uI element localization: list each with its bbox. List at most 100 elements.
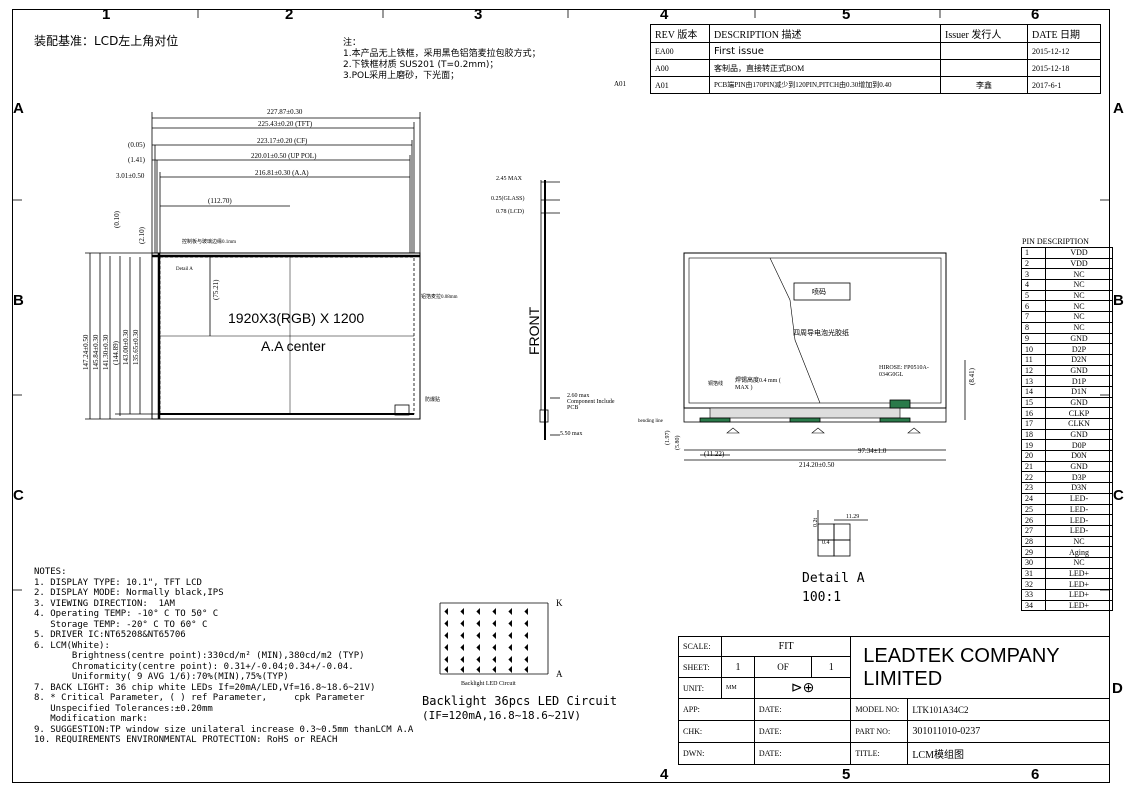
pin-number: 19 <box>1021 439 1046 452</box>
dim-v-75-21: (75.21) <box>212 279 220 300</box>
pin-number: 12 <box>1021 364 1046 377</box>
dwn-date-label: DATE: <box>753 742 852 765</box>
pin-signal: NC <box>1045 556 1113 569</box>
pin-signal: LED+ <box>1045 599 1113 612</box>
scale-label: SCALE: <box>678 636 722 657</box>
back-sticker-label: 喷码 <box>812 288 826 296</box>
pin-signal: LED+ <box>1045 578 1113 590</box>
unit-value: MM <box>721 677 755 699</box>
aa-center-label: A.A center <box>261 338 326 354</box>
pin-number: 8 <box>1021 321 1046 334</box>
back-tape-label: 四周导电泡光胶纸 <box>793 329 849 337</box>
backlight-sub: (IF=120mA,16.8~18.6~21V) <box>422 709 581 722</box>
detail-dim-11-29: 11.29 <box>846 514 860 520</box>
dim-v-147: 147.24±0.50 <box>82 334 90 370</box>
pin-signal: D0P <box>1045 439 1113 452</box>
detail-title: Detail A <box>802 571 865 586</box>
zone-2-top: 2 <box>285 6 294 23</box>
pin-signal: NC <box>1045 321 1113 334</box>
date-cell: 2017-6-1 <box>1027 76 1101 94</box>
pin-signal: VDD <box>1045 257 1113 270</box>
zone-3-top: 3 <box>474 6 483 23</box>
note-line: 1. DISPLAY TYPE: 10.1", TFT LCD <box>34 577 202 588</box>
pin-signal: D2P <box>1045 343 1113 355</box>
sheet-label: SHEET: <box>678 656 722 678</box>
note-line: 3. VIEWING DIRECTION: 1AM <box>34 598 175 609</box>
pin-signal: D2N <box>1045 353 1113 366</box>
pin-signal: LED+ <box>1045 589 1113 601</box>
svg-text:⏴: ⏴ <box>444 655 449 666</box>
dim-v-144: (144.89) <box>112 341 120 365</box>
pin-number: 32 <box>1021 578 1046 590</box>
title-label: TITLE: <box>850 742 909 765</box>
zone-b-right: B <box>1113 292 1124 309</box>
side-dim-glass: 0.25(GLASS) <box>491 196 525 202</box>
note-line: Storage TEMP: -20° C TO 60° C <box>34 619 208 630</box>
resolution-label: 1920X3(RGB) X 1200 <box>228 310 365 326</box>
pin-number: 2 <box>1021 257 1046 270</box>
title-value: LCM模组图 <box>907 742 1110 765</box>
note-line: 4. Operating TEMP: -10° C TO 50° C <box>34 609 219 619</box>
pin-number: 24 <box>1021 492 1046 505</box>
pin-number: 28 <box>1021 535 1046 548</box>
zone-5-top: 5 <box>842 6 851 23</box>
led-circuit-caption: Backlight LED Circuit <box>461 681 516 687</box>
pin-number: 33 <box>1021 589 1046 601</box>
zone-d-right: D <box>1112 680 1123 697</box>
note-sticker: 防爆贴 <box>425 398 441 403</box>
pin-signal: NC <box>1045 535 1113 548</box>
side-dim-component: 2.60 max Component Include PCB <box>567 393 615 411</box>
pin-number: 13 <box>1021 375 1046 387</box>
pin-number: 15 <box>1021 396 1046 409</box>
cn-note-1: 1.本产品无上铁框，采用黑色铝箔麦拉包胶方式； <box>343 49 541 59</box>
side-dim-lcd: 0.78 (LCD) <box>496 209 524 215</box>
revision-table: REV 版本 DESCRIPTION 描述 Issuer 发行人 DATE 日期… <box>650 24 1101 94</box>
cn-note-head: 注： <box>343 38 362 48</box>
pin-signal: D1P <box>1045 375 1113 387</box>
note-line: Modification mark: <box>34 714 148 724</box>
chk-label: CHK: <box>678 720 755 743</box>
note-mylar: 铝箔麦拉0.08mm <box>421 295 458 300</box>
side-dim-thickness: 2.45 MAX <box>496 176 523 182</box>
pin-number: 1 <box>1021 247 1046 259</box>
dim-v-2-10: (2.10) <box>138 227 146 244</box>
detail-dim-0-4: 0.4 <box>822 540 830 546</box>
solder-label: 焊锡高度0.4 mm ( MAX ) <box>735 378 781 391</box>
cn-note-2: 2.下铁框材质 SUS201 (T=0.2mm)； <box>343 60 499 70</box>
zone-a-right: A <box>1113 100 1124 117</box>
app-date-label: DATE: <box>753 698 852 721</box>
pin-signal: NC <box>1045 279 1113 291</box>
pin-number: 18 <box>1021 428 1046 441</box>
pin-number: 6 <box>1021 300 1046 313</box>
pin-signal: GND <box>1045 460 1113 473</box>
rev-marker: A01 <box>614 80 627 88</box>
pin-signal: CLKN <box>1045 418 1113 430</box>
chk-date-label: DATE: <box>753 720 852 743</box>
connector-label: HIROSE: FP0510A-034G0GL <box>879 365 929 378</box>
zone-a-left: A <box>13 100 24 117</box>
zone-6-bottom: 6 <box>1031 766 1040 783</box>
note-line: NOTES: <box>34 567 67 577</box>
pin-number: 17 <box>1021 418 1046 430</box>
pin-number: 4 <box>1021 279 1046 291</box>
note-line: 2. DISPLAY MODE: Normally black,IPS <box>34 588 224 598</box>
zone-5-bottom: 5 <box>842 766 851 783</box>
detail-dim-0-2t: 0.2t <box>813 517 819 527</box>
svg-text:⏴: ⏴ <box>444 631 449 642</box>
pin-number: 27 <box>1021 524 1046 537</box>
detail-scale: 100:1 <box>802 590 842 605</box>
pin-number: 5 <box>1021 289 1046 302</box>
bending-line-label: bending line <box>638 419 663 424</box>
pin-number: 34 <box>1021 599 1046 612</box>
